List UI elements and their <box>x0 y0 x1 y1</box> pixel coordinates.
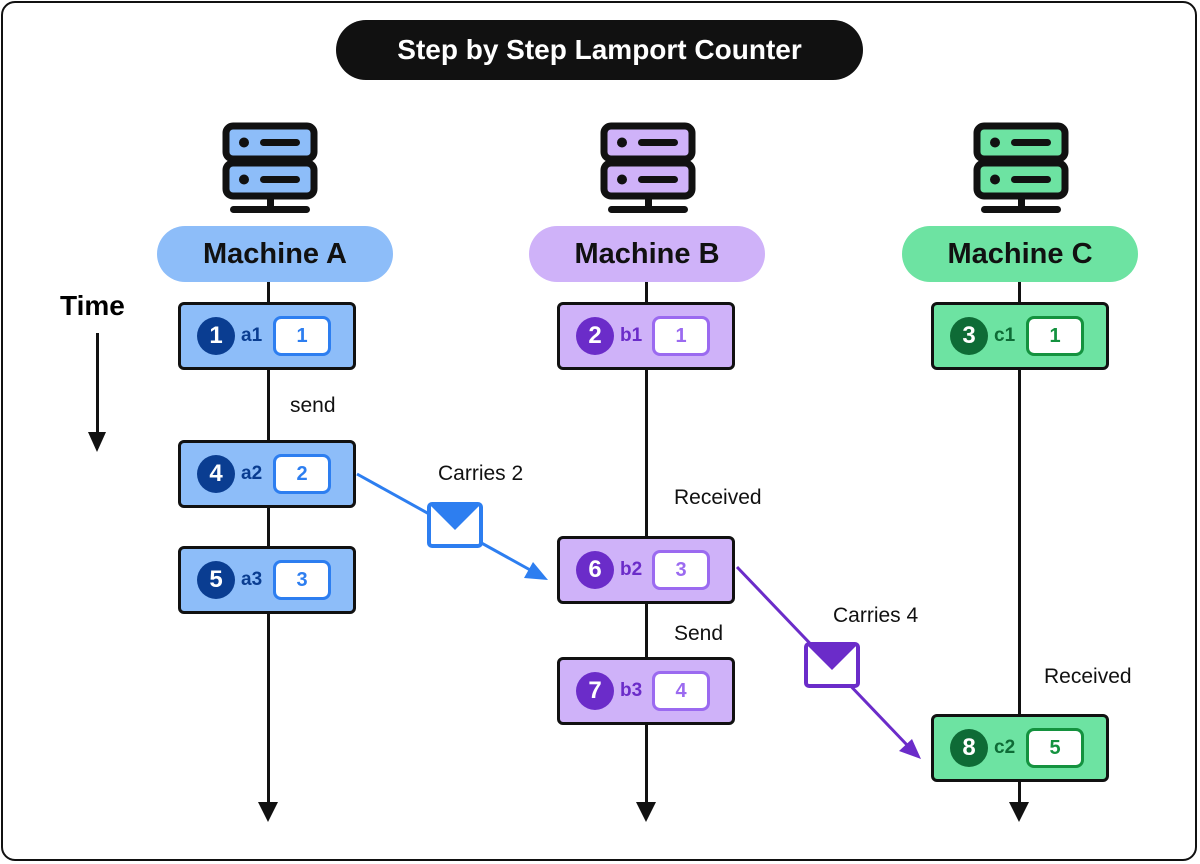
timeline-c <box>1018 282 1021 804</box>
event-name: b3 <box>620 680 643 701</box>
step-number: 3 <box>950 317 988 355</box>
event-name: a1 <box>241 325 263 346</box>
counter-value: 5 <box>1026 728 1084 768</box>
timeline-b-arrowhead <box>636 802 656 822</box>
event-b1: 2 b1 1 <box>557 302 735 370</box>
envelope-icon <box>427 502 483 548</box>
step-number: 8 <box>950 729 988 767</box>
step-number: 5 <box>197 561 235 599</box>
note-b-send: Send <box>674 622 724 645</box>
event-c2: 8 c2 5 <box>931 714 1109 782</box>
counter-value: 3 <box>273 560 331 600</box>
event-b2: 6 b2 3 <box>557 536 735 604</box>
machine-b-label: Machine B <box>529 226 765 282</box>
diagram-title: Step by Step Lamport Counter <box>336 20 863 80</box>
counter-value: 1 <box>652 316 710 356</box>
envelope-icon <box>804 642 860 688</box>
counter-value: 2 <box>273 454 331 494</box>
counter-value: 4 <box>652 671 710 711</box>
event-name: c1 <box>994 325 1016 346</box>
counter-value: 3 <box>652 550 710 590</box>
message-arrowhead-b-to-c <box>899 739 921 759</box>
message-b-to-c-label: Carries 4 <box>833 604 919 627</box>
counter-value: 1 <box>1026 316 1084 356</box>
step-number: 1 <box>197 317 235 355</box>
timeline-a <box>267 282 270 804</box>
event-c1: 3 c1 1 <box>931 302 1109 370</box>
server-icon <box>600 122 696 213</box>
timeline-a-arrowhead <box>258 802 278 822</box>
note-c-received: Received <box>1044 665 1132 688</box>
machine-a-label: Machine A <box>157 226 393 282</box>
server-icon <box>222 122 318 213</box>
step-number: 2 <box>576 317 614 355</box>
event-name: c2 <box>994 737 1016 758</box>
event-a3: 5 a3 3 <box>178 546 356 614</box>
event-b3: 7 b3 4 <box>557 657 735 725</box>
step-number: 4 <box>197 455 235 493</box>
event-name: b1 <box>620 325 643 346</box>
message-a-to-b-label: Carries 2 <box>438 462 524 485</box>
event-a1: 1 a1 1 <box>178 302 356 370</box>
time-arrow-shaft <box>96 333 99 433</box>
event-a2: 4 a2 2 <box>178 440 356 508</box>
event-name: a3 <box>241 569 263 590</box>
counter-value: 1 <box>273 316 331 356</box>
event-name: b2 <box>620 559 643 580</box>
step-number: 6 <box>576 551 614 589</box>
note-a-send: send <box>290 394 336 417</box>
server-icon <box>973 122 1069 213</box>
message-arrowhead-a-to-b <box>524 562 548 580</box>
time-arrow-head <box>88 432 106 452</box>
machine-c-label: Machine C <box>902 226 1138 282</box>
event-name: a2 <box>241 463 263 484</box>
timeline-c-arrowhead <box>1009 802 1029 822</box>
step-number: 7 <box>576 672 614 710</box>
time-label: Time <box>60 290 125 321</box>
note-b-received: Received <box>674 486 762 509</box>
